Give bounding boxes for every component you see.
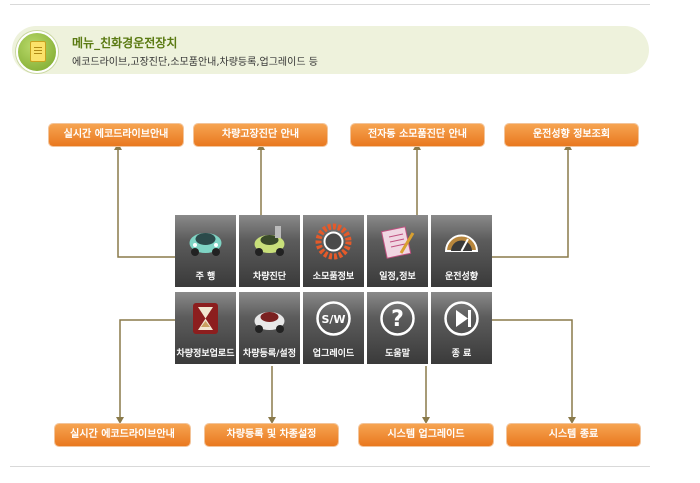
arrow-bottom-4 [568,417,576,424]
exit-icon [443,300,480,337]
help-icon: ? [379,300,416,337]
top-divider [10,4,650,5]
help-icon-text: ? [391,307,404,332]
sw-icon-text: S/W [321,313,345,326]
callout-system-exit[interactable]: 시스템 종료 [507,424,640,446]
car-register-icon [251,300,288,337]
gear-ring-icon [315,223,352,260]
gauge-icon [443,223,480,260]
hourglass-icon [187,300,224,337]
menu-driving-style-label: 운전성향 [444,272,479,282]
bottom-divider [10,466,650,467]
menu-vehicle-upload[interactable]: 차량정보업로드 [175,292,236,364]
header-banner [12,26,649,74]
menu-upgrade-label: 업그레이드 [312,349,355,359]
callout-fault-diagnosis[interactable]: 차량고장진단 안내 [194,124,327,146]
page-subtitle: 에코드라이브,고장진단,소모품안내,차량등록,업그레이드 등 [72,57,318,68]
car-icon [187,223,224,260]
callout-system-upgrade[interactable]: 시스템 업그레이드 [359,424,493,446]
menu-help[interactable]: ? 도움말 [367,292,428,364]
menu-vehicle-register[interactable]: 차량등록/설정 [239,292,300,364]
callout-eco-drive[interactable]: 실시간 에코드라이브안내 [49,124,183,146]
arrow-bottom-3 [422,417,430,424]
callout-driving-style[interactable]: 운전성향 정보조회 [505,124,638,146]
menu-consumables-label: 소모품정보 [312,272,355,282]
connector-top-4 [470,145,569,258]
page-title: 메뉴_친화경운전장치 [72,36,178,50]
menu-exit-label: 종 료 [451,349,472,359]
callout-vehicle-register[interactable]: 차량등록 및 차종설정 [205,424,338,446]
menu-upgrade[interactable]: S/W 업그레이드 [303,292,364,364]
note-icon [16,31,58,73]
menu-schedule-info-label: 일정,정보 [379,272,416,282]
menu-driving-style[interactable]: 운전성향 [431,215,492,287]
sw-icon: S/W [315,300,352,337]
arrow-bottom-2 [268,417,276,424]
arrow-top-1 [114,143,122,150]
menu-exit[interactable]: 종 료 [431,292,492,364]
menu-drive[interactable]: 주 행 [175,215,236,287]
menu-diagnosis-label: 차량진단 [252,272,287,282]
menu-vehicle-upload-label: 차량정보업로드 [176,349,235,359]
menu-grid: 주 행 차량진단 소모품정보 일정,정보 운전성향 차량정보업로드 [175,215,492,366]
menu-vehicle-register-label: 차량등록/설정 [243,349,296,359]
menu-diagnosis[interactable]: 차량진단 [239,215,300,287]
arrow-top-4 [564,143,572,150]
menu-consumables[interactable]: 소모품정보 [303,215,364,287]
arrow-top-2 [257,143,265,150]
arrow-bottom-1 [116,417,124,424]
notepad-icon [379,223,416,260]
callout-consumables[interactable]: 전자동 소모품진단 안내 [351,124,484,146]
callout-eco-drive-bottom[interactable]: 실시간 에코드라이브안내 [55,424,190,446]
diagnosis-car-icon [251,223,288,260]
arrow-top-3 [413,143,421,150]
connector-bottom-4 [470,319,573,422]
menu-help-label: 도움말 [385,349,410,359]
menu-schedule-info[interactable]: 일정,정보 [367,215,428,287]
menu-drive-label: 주 행 [195,272,216,282]
